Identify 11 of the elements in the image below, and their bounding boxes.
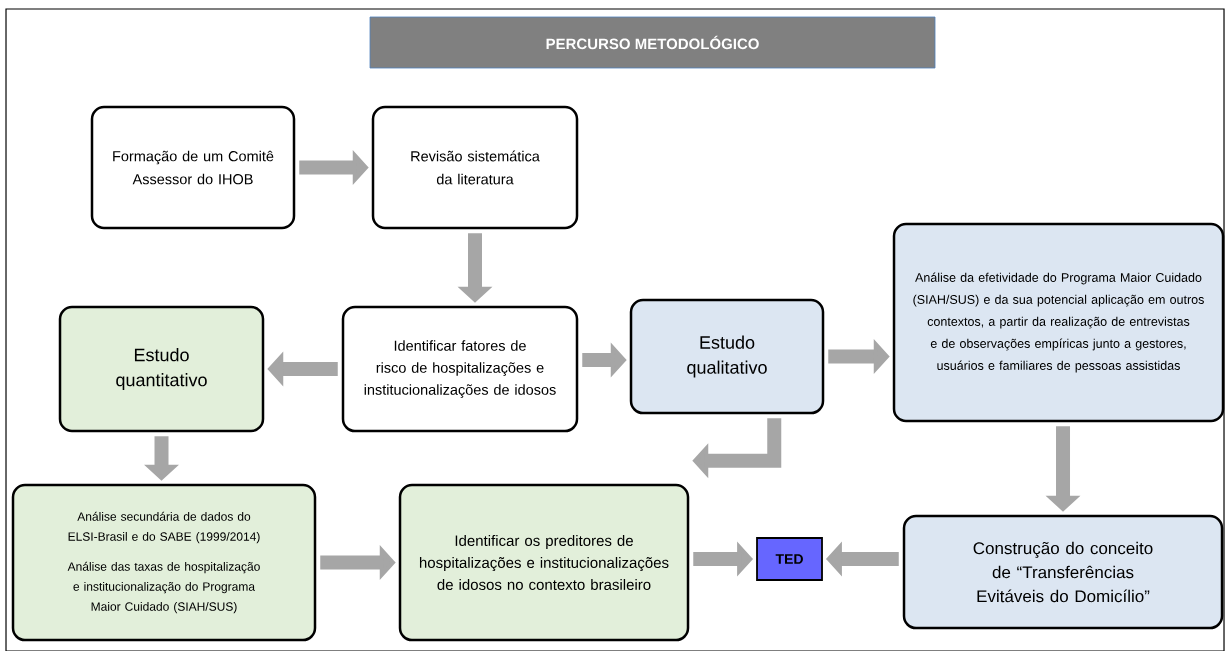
label-box: TED (756, 537, 823, 581)
process-box: Identificar os preditores de hospitalizações e institucionalizações de idosos no contexto brasileiro (398, 483, 690, 642)
process-box: Análise secundária de dados do ELSI-Brasil e do SABE (1999/2014) Análise das taxas de hospitalização e institucionalização do Programa Maior Cuidado (SIAH/SUS) (11, 483, 317, 642)
process-box: Formação de um Comitê Assessor do IHOB (90, 105, 296, 230)
process-box: Revisão sistemática da literatura (371, 105, 579, 230)
process-box: Estudo quantitativo (58, 305, 265, 433)
process-box: Identificar fatores de risco de hospitalizações e institucionalizações de idosos (341, 305, 579, 433)
process-box: Estudo qualitativo (629, 298, 825, 415)
process-box: Construção do conceito de “Transferências Evitáveis do Domicílio” (902, 514, 1224, 630)
title-banner: PERCURSO METODOLÓGICO (369, 16, 936, 69)
process-box: Análise da efetividade do Programa Maior Cuidado (SIAH/SUS) e da sua potencial aplicação em outros contextos, a partir da realização de entrevistas e de observações empíricas junto a gestores, usuários e familiares de pessoas assistidas (892, 222, 1225, 423)
